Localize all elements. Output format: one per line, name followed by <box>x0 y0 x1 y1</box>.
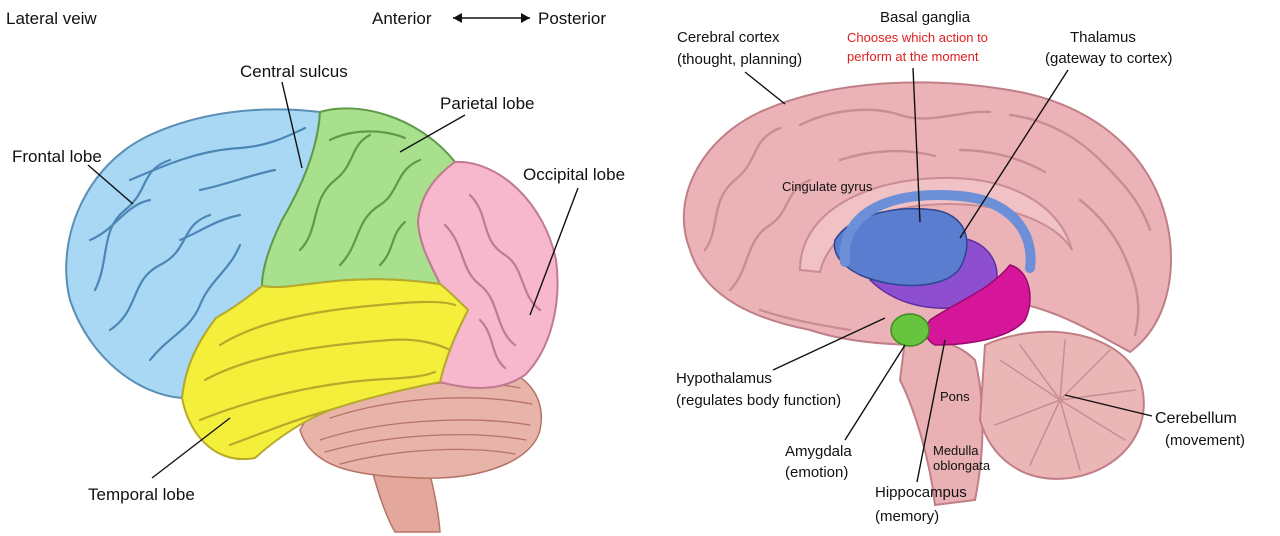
hypothalamus-desc: (regulates body function) <box>676 392 841 409</box>
thalamus-label: Thalamus <box>1070 29 1136 46</box>
temporal-lobe-label: Temporal lobe <box>88 485 195 504</box>
thalamus-desc: (gateway to cortex) <box>1045 50 1173 67</box>
medial-view-panel: Cerebral cortex (thought, planning) Basa… <box>676 9 1245 525</box>
cerebellum-arbor <box>994 339 1136 471</box>
parietal-gyri <box>298 130 422 267</box>
occipital-leader <box>529 187 579 316</box>
cerebral-cortex-desc: (thought, planning) <box>677 51 802 68</box>
parietal-lobe-label: Parietal lobe <box>440 94 535 113</box>
cerebellum-desc: (movement) <box>1165 432 1245 449</box>
parietal-leader <box>399 114 466 153</box>
hypothalamus-label: Hypothalamus <box>676 370 772 387</box>
central-sulcus-leader <box>281 81 303 169</box>
amygdala-label: Amygdala <box>785 443 852 460</box>
frontal-lobe-label: Frontal lobe <box>12 147 102 166</box>
pons-label: Pons <box>940 389 970 404</box>
hippocampus <box>925 264 1031 346</box>
basal-ganglia-label: Basal ganglia <box>880 9 971 26</box>
cerebral-cortex-label: Cerebral cortex <box>677 29 780 46</box>
frontal-leader <box>87 164 134 205</box>
lateral-view-panel: Lateral veiw Anterior Posterior Frontal … <box>6 9 625 533</box>
lateral-view-label: Lateral veiw <box>6 9 97 28</box>
hippocampus-desc: (memory) <box>875 508 939 525</box>
medulla-label-2: oblongata <box>933 458 991 473</box>
cerebellum-leader <box>1064 394 1153 417</box>
direction-arrow <box>453 13 530 23</box>
basal-ganglia <box>833 208 968 287</box>
cingulate-gyrus-label: Cingulate gyrus <box>782 179 873 194</box>
occipital-gyri <box>443 193 542 370</box>
cerebral-cortex-leader <box>744 71 786 105</box>
cortex-gyri <box>703 108 1152 337</box>
amygdala-desc: (emotion) <box>785 464 848 481</box>
basal-ganglia-desc-2: perform at the moment <box>847 49 979 64</box>
thalamus-leader <box>959 69 1069 239</box>
hypothalamus-leader <box>772 317 886 371</box>
amygdala <box>890 313 930 347</box>
hippocampus-leader <box>916 339 946 483</box>
basal-ganglia-leader <box>912 67 921 223</box>
frontal-gyri <box>88 126 307 362</box>
hippocampus-label: Hippocampus <box>875 484 967 501</box>
central-sulcus-label: Central sulcus <box>240 62 348 81</box>
amygdala-leader <box>844 344 906 441</box>
cerebellum-label: Cerebellum <box>1155 410 1237 427</box>
temporal-leader <box>151 417 231 479</box>
anterior-label: Anterior <box>372 9 432 28</box>
temporal-gyri <box>198 300 457 447</box>
occipital-lobe-label: Occipital lobe <box>523 165 625 184</box>
brainstem <box>898 337 984 507</box>
medulla-label-1: Medulla <box>933 443 979 458</box>
basal-ganglia-desc-1: Chooses which action to <box>847 30 988 45</box>
posterior-label: Posterior <box>538 9 606 28</box>
basal-ganglia-arc <box>839 190 1036 273</box>
